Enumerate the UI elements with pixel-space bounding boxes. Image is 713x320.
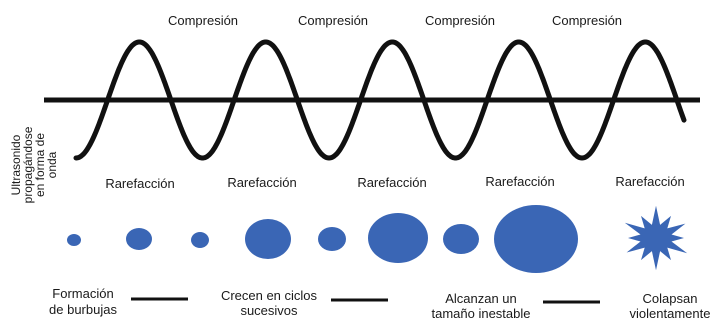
bubble-3 <box>191 232 209 248</box>
rarefaction-label-4: Rarefacción <box>485 174 554 189</box>
stage-4-label-line-2: violentamente <box>630 306 711 320</box>
rarefaction-label-3: Rarefacción <box>357 175 426 190</box>
bubble-1 <box>67 234 81 246</box>
bubble-8 <box>494 205 578 273</box>
bubble-7 <box>443 224 479 254</box>
compression-label-1: Compresión <box>168 13 238 28</box>
stage-2-label-line-2: sucesivos <box>240 303 298 318</box>
rarefaction-label-5: Rarefacción <box>615 174 684 189</box>
rarefaction-label-2: Rarefacción <box>227 175 296 190</box>
side-label-line-2: propagándose <box>21 126 35 203</box>
stage-2-label: Crecen en ciclos sucesivos <box>221 288 318 318</box>
compression-label-3: Compresión <box>425 13 495 28</box>
bubble-sequence <box>67 205 578 273</box>
rarefaction-label-1: Rarefacción <box>105 176 174 191</box>
stage-3-label-line-1: Alcanzan un <box>445 291 517 306</box>
stage-1-label-line-1: Formación <box>52 286 113 301</box>
stage-2-label-line-1: Crecen en ciclos <box>221 288 318 303</box>
side-label-line-4: onda <box>45 151 59 178</box>
bubble-2 <box>126 228 152 250</box>
side-label-line-1: Ultrasonido <box>9 134 23 195</box>
bubble-6 <box>368 213 428 263</box>
compression-label-2: Compresión <box>298 13 368 28</box>
bubble-4 <box>245 219 291 259</box>
starburst-icon <box>624 205 688 271</box>
side-label-line-3: en forma de <box>33 133 47 197</box>
stage-3-label: Alcanzan un tamaño inestable <box>431 291 530 320</box>
compression-label-4: Compresión <box>552 13 622 28</box>
stage-4-label-line-1: Colapsan <box>643 291 698 306</box>
stage-1-label: Formación de burbujas <box>49 286 117 317</box>
stage-4-label: Colapsan violentamente <box>630 291 711 320</box>
side-label: Ultrasonido propagándose en forma de ond… <box>9 126 59 203</box>
bubble-5 <box>318 227 346 251</box>
stage-1-label-line-2: de burbujas <box>49 302 117 317</box>
sine-wave <box>73 39 687 161</box>
stage-3-label-line-2: tamaño inestable <box>431 306 530 320</box>
